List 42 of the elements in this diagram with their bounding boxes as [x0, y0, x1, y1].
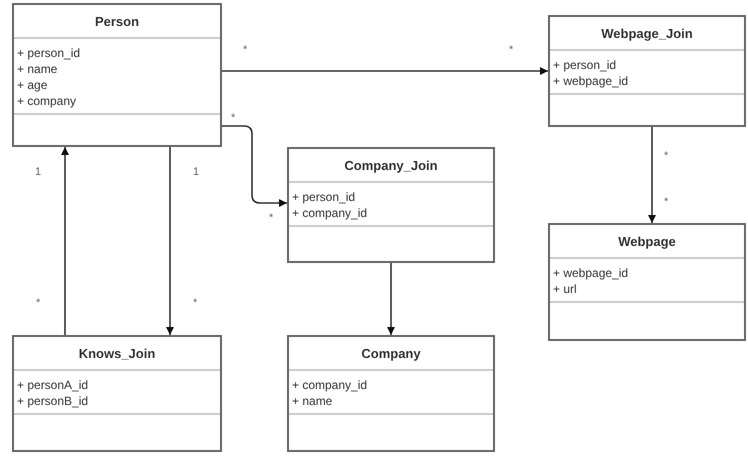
attribute-text: + name [17, 61, 58, 77]
association-arrow [222, 67, 548, 75]
attribute-text: + company_id [292, 377, 368, 393]
class-box [12, 335, 222, 452]
attribute-text: + webpage_id [553, 265, 630, 281]
association-arrow [61, 147, 69, 335]
association-arrow [166, 147, 174, 335]
class-name: Person [94, 14, 140, 28]
multiplicity-label: * [509, 44, 514, 56]
class-box [287, 147, 495, 263]
class-box [12, 3, 222, 147]
association-arrow [387, 263, 395, 335]
multiplicity-label: * [243, 44, 248, 56]
class-name: Webpage_Join [601, 26, 693, 40]
class-name: Knows_Join [78, 346, 156, 360]
class-name: Company [361, 346, 421, 360]
multiplicity-label: * [231, 112, 236, 124]
attribute-text: + name [292, 393, 334, 409]
attribute-text: + person_id [292, 189, 356, 205]
multiplicity-label: * [664, 196, 668, 208]
class-name: Company_Join [344, 158, 438, 172]
class-box [287, 335, 495, 452]
attribute-text: + person_id [553, 57, 618, 73]
attribute-text: + company [17, 93, 78, 109]
attribute-text: + personB_id [17, 393, 90, 409]
attribute-text: + personA_id [17, 377, 90, 393]
attribute-text: + age [17, 77, 48, 93]
attribute-text: + company_id [292, 205, 368, 221]
attribute-text: + webpage_id [553, 73, 630, 89]
multiplicity-label: 1 [35, 166, 42, 178]
attribute-text: + url [553, 281, 578, 297]
multiplicity-label: * [193, 297, 198, 309]
multiplicity-label: * [36, 297, 40, 309]
class-name: Webpage [618, 234, 676, 248]
multiplicity-label: * [269, 212, 274, 224]
association-arrow [648, 127, 656, 223]
multiplicity-label: 1 [193, 166, 200, 178]
multiplicity-label: * [664, 150, 668, 162]
class-box [548, 15, 746, 127]
attribute-text: + person_id [17, 45, 82, 61]
class-box [548, 223, 746, 341]
association-arrow [222, 125, 287, 207]
